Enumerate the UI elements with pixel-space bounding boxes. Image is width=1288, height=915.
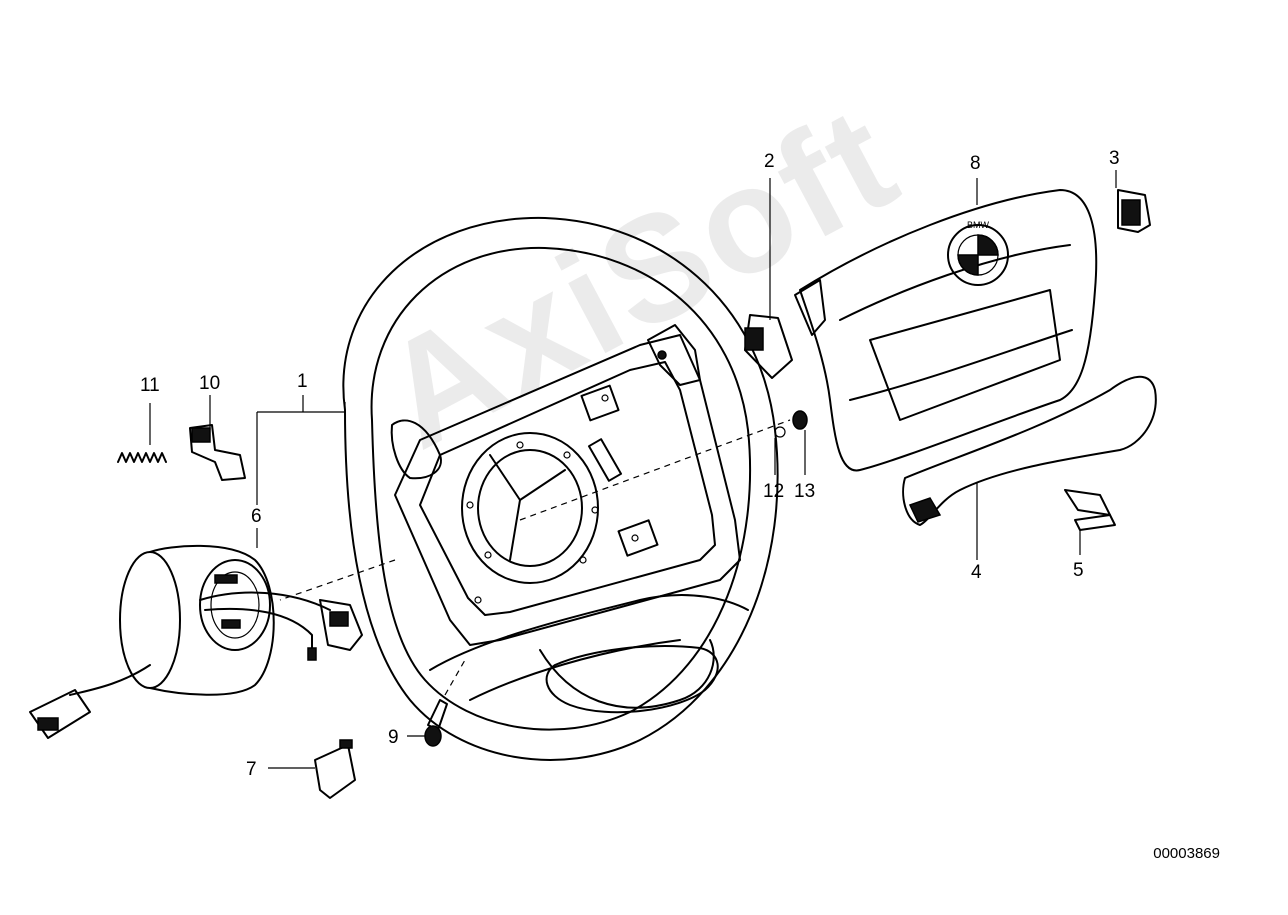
cover-right xyxy=(1115,170,1151,233)
callout-10: 10 xyxy=(199,373,221,394)
spring xyxy=(117,403,167,463)
callout-3: 3 xyxy=(1109,148,1120,169)
cover-left xyxy=(744,178,793,379)
callout-2: 2 xyxy=(764,151,775,172)
callout-4: 4 xyxy=(971,562,982,583)
retaining-clip xyxy=(1064,489,1116,555)
screw xyxy=(407,659,466,747)
callout-13: 13 xyxy=(794,481,816,502)
callout-8: 8 xyxy=(970,153,981,174)
nut-washer xyxy=(279,410,808,601)
reference-number: 00003869 xyxy=(1153,845,1220,862)
clip xyxy=(189,395,246,481)
bracket xyxy=(268,739,356,799)
callout-9: 9 xyxy=(388,727,399,748)
lower-cover xyxy=(902,375,1157,560)
slip-ring xyxy=(29,544,363,739)
callout-11: 11 xyxy=(140,375,160,396)
callout-7: 7 xyxy=(246,759,257,780)
callout-1: 1 xyxy=(297,371,308,392)
steering-wheel xyxy=(342,216,779,761)
callout-6: 6 xyxy=(251,506,262,527)
emblem-text: BMW xyxy=(967,220,990,230)
callout-5: 5 xyxy=(1073,560,1084,581)
horn-pad: BMW xyxy=(794,178,1098,472)
callout-12: 12 xyxy=(763,481,785,502)
